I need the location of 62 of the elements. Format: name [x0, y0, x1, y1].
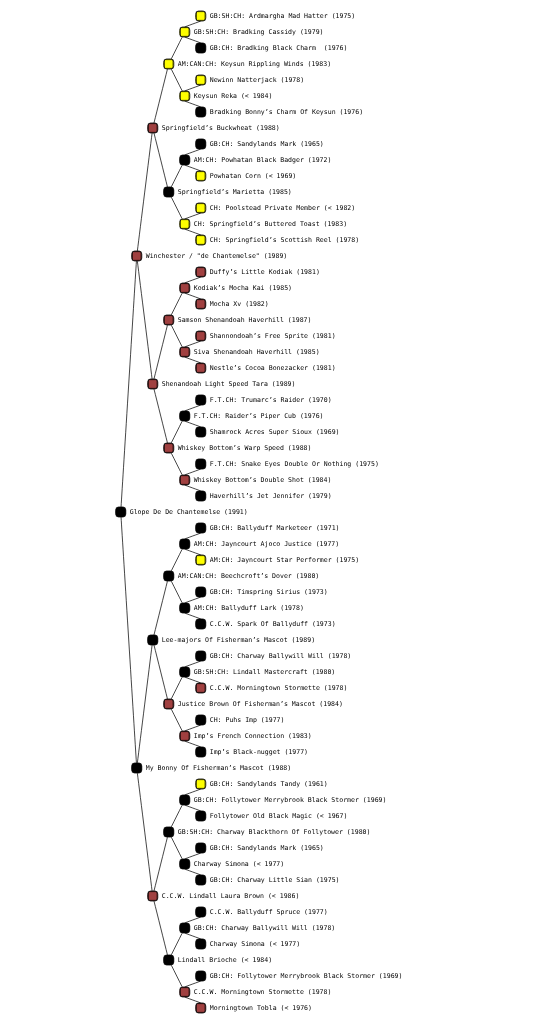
connector — [153, 580, 168, 636]
connector — [184, 868, 202, 876]
connector — [184, 532, 202, 540]
connector — [184, 212, 202, 220]
connector — [170, 932, 183, 956]
connector — [171, 964, 183, 988]
connector — [184, 660, 202, 668]
connector — [153, 388, 168, 444]
connector — [184, 420, 202, 428]
connector — [153, 324, 168, 380]
connector — [137, 772, 153, 892]
connector — [184, 484, 202, 492]
connector — [153, 900, 168, 956]
connector — [170, 676, 183, 700]
connector — [184, 340, 202, 348]
connector — [171, 708, 183, 732]
connector — [184, 276, 202, 284]
connector — [170, 292, 183, 316]
connector — [184, 228, 202, 236]
connector — [171, 68, 183, 92]
connector — [184, 164, 202, 172]
connector — [184, 292, 202, 300]
connector — [184, 548, 202, 556]
connector — [184, 932, 202, 940]
connector — [171, 452, 183, 476]
connector — [184, 852, 202, 860]
connector — [184, 980, 202, 988]
connector — [184, 148, 202, 156]
connector — [184, 612, 202, 620]
connector — [184, 788, 202, 796]
connector — [184, 468, 202, 476]
connector — [170, 548, 183, 572]
connector — [171, 836, 183, 860]
connector — [153, 68, 168, 124]
connector — [170, 804, 183, 828]
connector — [171, 324, 183, 348]
connector — [184, 724, 202, 732]
connector — [171, 580, 183, 604]
connector — [184, 596, 202, 604]
connector — [170, 36, 183, 60]
connector — [153, 644, 168, 700]
connector — [184, 404, 202, 412]
connector — [171, 196, 183, 220]
connector — [184, 100, 202, 108]
connector — [120, 516, 137, 764]
connector — [184, 740, 202, 748]
connector — [120, 260, 137, 508]
connector — [184, 916, 202, 924]
connector — [184, 804, 202, 812]
connector — [153, 836, 168, 892]
connector — [184, 356, 202, 364]
connector — [153, 132, 168, 188]
connector — [184, 84, 202, 92]
connector — [137, 644, 153, 764]
connector — [170, 420, 183, 444]
connector — [170, 164, 183, 188]
connector — [184, 676, 202, 684]
connector — [184, 36, 202, 44]
connector — [184, 996, 202, 1004]
connector — [137, 132, 153, 252]
connector — [184, 20, 202, 28]
connector — [137, 260, 153, 380]
